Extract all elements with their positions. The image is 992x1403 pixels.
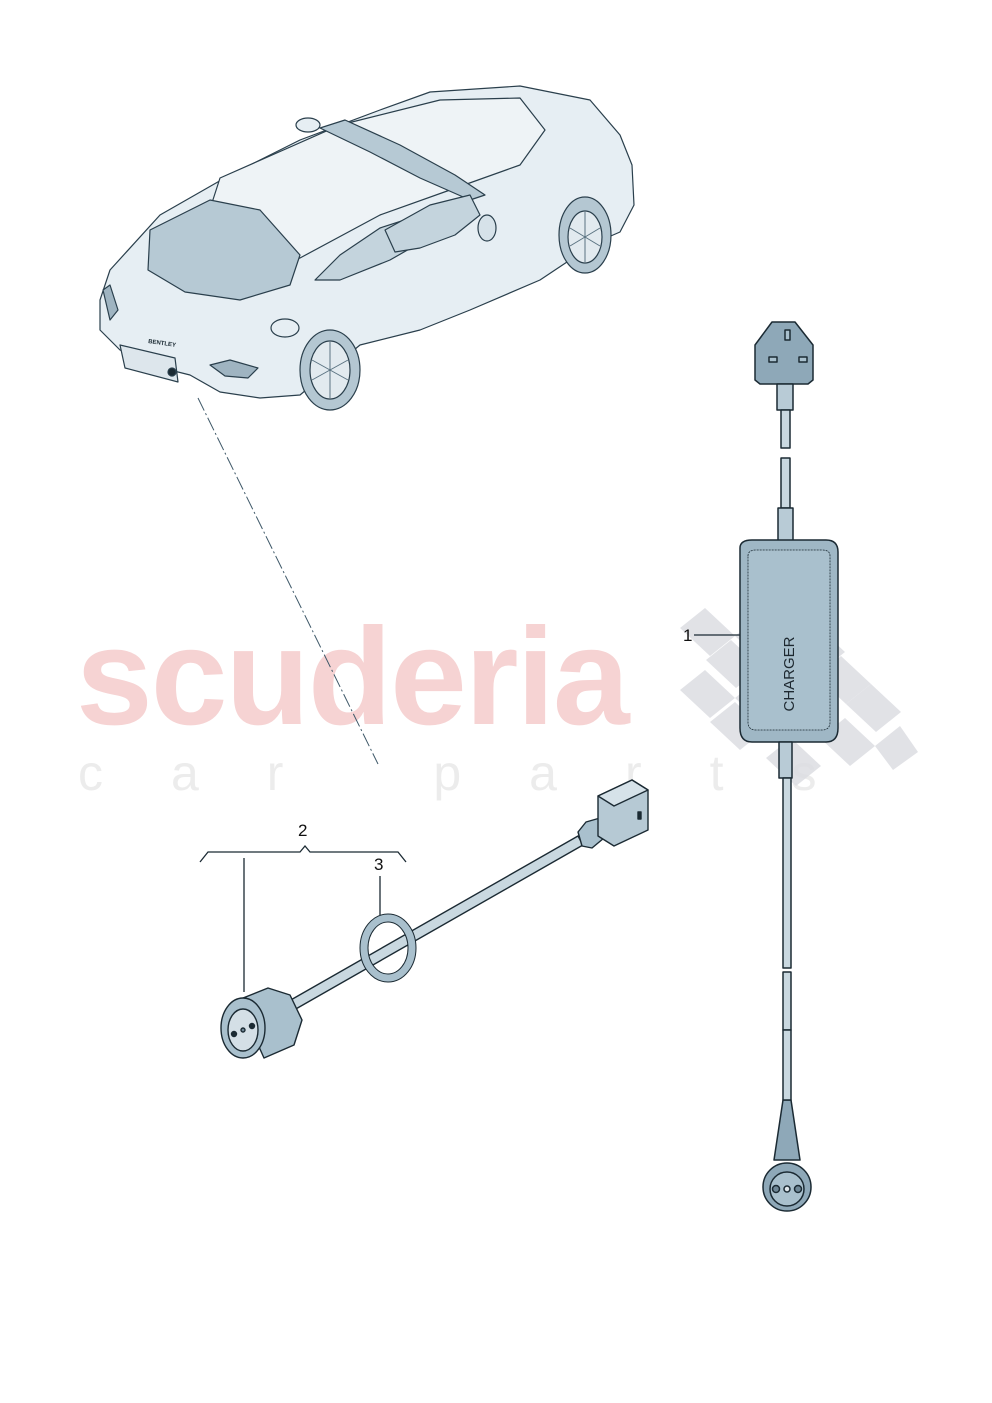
watermark-scuderia: scuderia [76,600,630,754]
callout-3[interactable]: 3 [374,855,384,874]
callout-2[interactable]: 2 [298,821,308,840]
car-badge: BENTLEY [148,339,177,349]
watermark-car-parts: car parts [78,745,885,801]
callout-1[interactable]: 1 [683,626,693,645]
